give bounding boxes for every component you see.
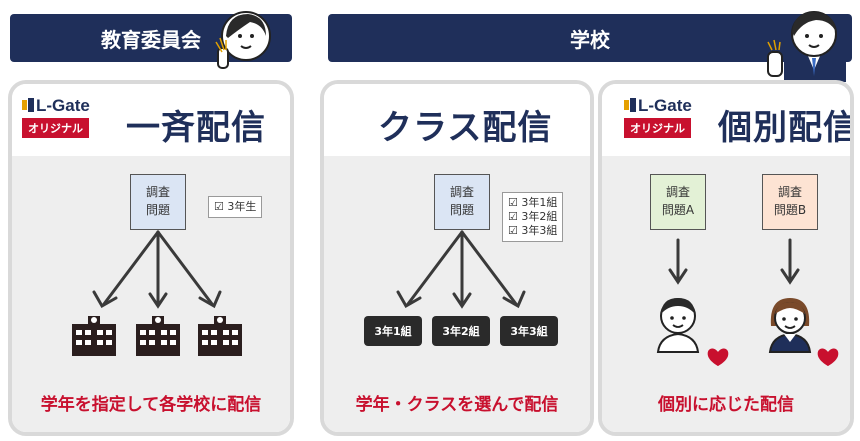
class-check-2: ☑ 3年2組 [508, 210, 558, 223]
panel-class-title: クラス配信 [378, 108, 553, 148]
doc-line-1: 調査 [145, 185, 170, 199]
distribution-arrows [396, 230, 526, 309]
survey-document-icon: 調査 問題 [434, 174, 490, 230]
teacher-man-icon [767, 11, 846, 82]
header-school: 学校 [328, 14, 852, 62]
grade-tag-label: ☑ 3年生 [214, 200, 257, 213]
lgate-logo: L-Gate オリジナル [624, 96, 714, 138]
teacher-woman-icon [215, 11, 271, 69]
class-check-1: ☑ 3年1組 [508, 196, 558, 209]
panel-class-header [324, 84, 590, 156]
doc-line-2: 問題 [145, 203, 170, 217]
panel-individual-title: 個別配信 [718, 108, 854, 148]
doc-b-line-2: 問題B [773, 203, 807, 217]
class-checklist: ☑ 3年1組 ☑ 3年2組 ☑ 3年3組 [502, 192, 564, 242]
header-board-of-education-label: 教育委員会 [101, 27, 201, 52]
doc-line-2: 問題 [449, 203, 474, 217]
survey-document-a-icon: 調査 問題A [650, 174, 706, 230]
lgate-mark-icon [22, 98, 34, 112]
heart-icon [707, 348, 729, 366]
class-pill-3: 3年3組 [500, 316, 558, 346]
original-badge: オリジナル [624, 118, 691, 138]
student-girl-icon [768, 298, 812, 353]
panel-bulk-delivery: L-Gate オリジナル 一斉配信 調査 問題 ☑ 3年生 [8, 80, 294, 436]
panel-class-caption: 学年・クラスを選んで配信 [355, 395, 559, 415]
class-check-3: ☑ 3年3組 [508, 224, 558, 237]
survey-document-b-icon: 調査 問題B [762, 174, 818, 230]
header-school-label: 学校 [570, 27, 610, 52]
lgate-mark-icon [624, 98, 636, 112]
distribution-arrows [92, 230, 222, 309]
panel-bulk-title: 一斉配信 [126, 108, 266, 148]
class-pill-2: 3年2組 [432, 316, 490, 346]
lgate-logo: L-Gate オリジナル [22, 96, 118, 138]
school-building-icon [72, 316, 242, 356]
lgate-logo-text: L-Gate [36, 96, 90, 115]
survey-document-icon: 調査 問題 [130, 174, 186, 230]
arrow-down-icon [668, 238, 800, 285]
panel-individual-caption: 個別に応じた配信 [658, 395, 794, 415]
class-pill-1: 3年1組 [364, 316, 422, 346]
panel-class-delivery: クラス配信 調査 問題 ☑ 3年1組 ☑ 3年2組 ☑ 3年3組 3年1組 3年… [320, 80, 594, 436]
panel-individual-delivery: L-Gate オリジナル 個別配信 調査 問題A 調査 問題B [598, 80, 854, 436]
grade-tag: ☑ 3年生 [208, 196, 263, 218]
lgate-logo-text: L-Gate [638, 96, 692, 115]
doc-line-1: 調査 [449, 185, 474, 199]
doc-a-line-2: 問題A [661, 203, 695, 217]
student-boy-icon [656, 298, 700, 353]
original-badge: オリジナル [22, 118, 89, 138]
doc-b-line-1: 調査 [777, 185, 802, 199]
heart-icon [817, 348, 839, 366]
panel-bulk-caption: 学年を指定して各学校に配信 [40, 395, 262, 415]
doc-a-line-1: 調査 [665, 185, 690, 199]
